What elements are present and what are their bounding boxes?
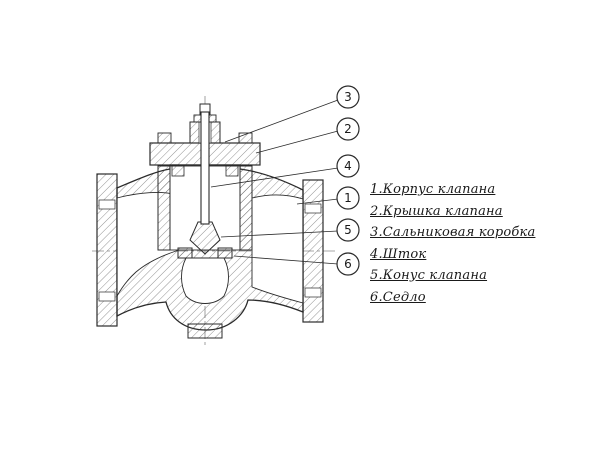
valve-seat [177,247,233,259]
callout-6-number: 6 [344,257,352,271]
leader-lines [210,99,339,265]
chamber-wall-left [157,165,171,251]
bonnet-bolt-left [157,132,172,144]
callout-5-number: 5 [344,223,352,237]
left-flange-bolt-hole-bottom [98,291,116,302]
leader-line-3 [224,99,339,143]
guide-bushing-left [171,165,185,177]
callout-4-number: 4 [344,159,352,173]
leader-line-4 [210,167,339,188]
right-flange [302,179,324,323]
chamber-wall-right [239,165,253,251]
callouts: 3 2 4 1 5 6 [336,85,360,276]
outlet-passage [251,194,304,304]
leader-line-5 [220,230,339,238]
callout-5: 5 [336,218,360,242]
valve-stem [199,103,211,225]
callout-4: 4 [336,154,360,178]
guide-bushing-right [225,165,239,177]
callout-6: 6 [336,252,360,276]
legend: 1.Корпус клапана 2.Крышка клапана 3.Саль… [370,179,570,308]
leader-line-1 [296,198,339,205]
legend-item-6: 6.Седло [370,289,426,305]
leader-line-6 [233,255,339,265]
legend-item-1: 1.Корпус клапана [370,182,496,197]
valve-cone [189,221,221,255]
right-flange-bolt-hole-top [304,203,322,214]
callout-1-number: 1 [344,191,352,205]
legend-item-5: 5.Конус клапана [370,268,488,283]
callout-3: 3 [336,85,360,109]
callout-3-number: 3 [344,90,352,104]
bonnet-bolt-right [238,132,253,144]
callout-1: 1 [336,186,360,210]
legend-item-4: 4.Шток [370,246,427,262]
callout-2-number: 2 [344,122,352,136]
bottom-boss [187,323,223,339]
left-flange [96,173,118,327]
lower-chamber [181,257,229,304]
legend-item-3: 3.Сальниковая коробка [370,225,536,240]
callout-2: 2 [336,117,360,141]
right-flange-bolt-hole-bottom [304,287,322,298]
leader-line-2 [255,130,339,154]
left-flange-bolt-hole-top [98,199,116,210]
legend-item-2: 2.Крышка клапана [370,203,503,219]
